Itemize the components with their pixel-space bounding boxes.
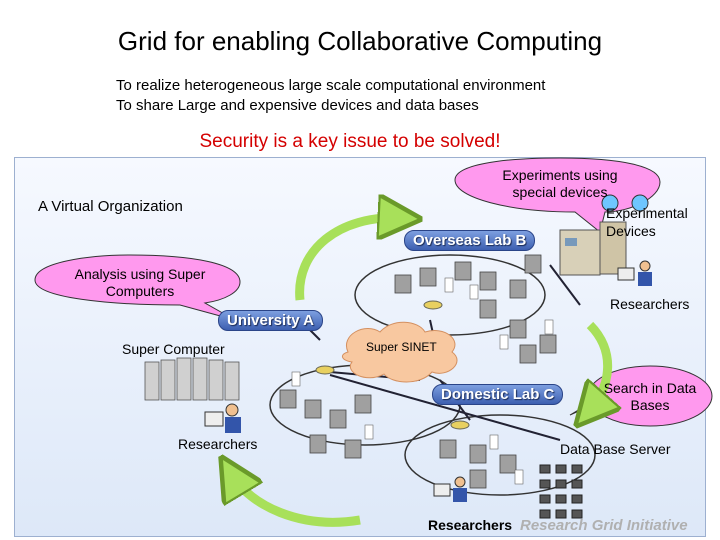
experimental-devices-icon [559, 194, 649, 276]
researchers-right-label: Researchers [610, 296, 690, 312]
researcher-left-icon [204, 403, 241, 433]
researchers-bottom-label: Researchers [428, 517, 513, 533]
researcher-right-icon [617, 260, 652, 286]
database-server-icon [539, 464, 583, 519]
bubble-experiments-text: Experiments using special devices [502, 167, 618, 200]
goal-line-1: To realize heterogeneous large scale com… [116, 77, 546, 94]
ring-domestic [404, 414, 596, 496]
goal-line-2: To share Large and expensive devices and… [116, 97, 479, 114]
database-server-label: Data Base Server [560, 441, 671, 457]
site-overseas-lab-b: Overseas Lab B [404, 230, 536, 251]
arrow-up-to-overseas [295, 218, 400, 301]
arrow-right-down [590, 321, 608, 410]
researchers-left-label: Researchers [178, 436, 258, 452]
bubble-analysis [34, 254, 241, 321]
bubble-search-text: Search in Data Bases [603, 380, 697, 413]
security-note: Security is a key issue to be solved! [199, 131, 501, 152]
arrow-bottom-left [232, 475, 361, 527]
bubble-analysis-text: Analysis using Super Computers [74, 266, 206, 299]
super-computer-icon [144, 357, 240, 401]
site-university-a: University A [218, 310, 323, 331]
router-icons [315, 300, 470, 430]
site-domestic-lab-c: Domestic Lab C [432, 384, 564, 405]
virtual-org-label: A Virtual Organization [38, 198, 183, 215]
super-sinet-label: Super SINET [366, 340, 437, 354]
experimental-devices-label: Experimental Devices [606, 205, 688, 239]
sinet-cloud-shape [342, 321, 458, 383]
researcher-bottom-icon [433, 476, 467, 502]
page-title: Grid for enabling Collaborative Computin… [117, 26, 603, 56]
footer-logo-text: Research Grid Initiative [520, 517, 688, 534]
super-computer-label: Super Computer [122, 341, 225, 357]
bubble-experiments [454, 157, 661, 233]
